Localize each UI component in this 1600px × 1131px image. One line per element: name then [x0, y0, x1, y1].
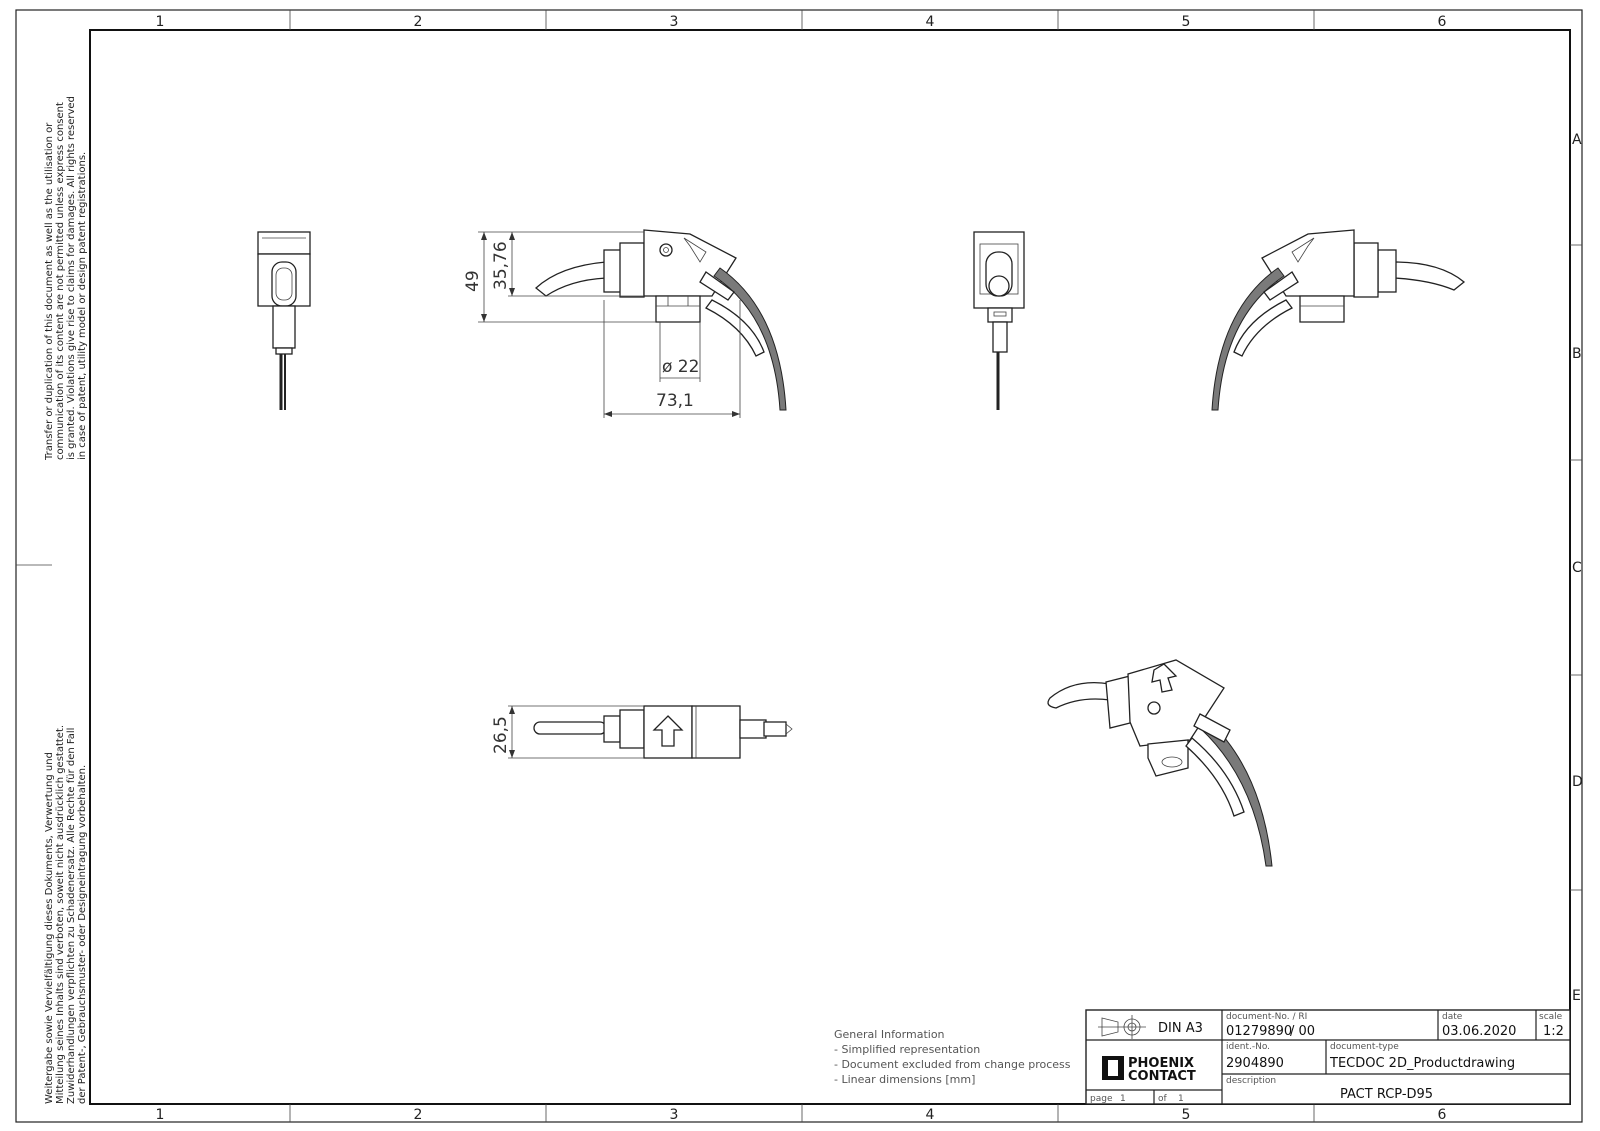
- dimension-width-top: 26,5: [491, 716, 511, 754]
- general-information: General Information - Simplified represe…: [834, 1028, 1071, 1086]
- view-rear: [973, 231, 1025, 410]
- date-value: 03.06.2020: [1442, 1024, 1516, 1039]
- paper-format: DIN A3: [1158, 1021, 1203, 1036]
- projection-symbol-icon: [1098, 1015, 1146, 1039]
- column-labels-bottom: 1 2 3 4 5 6: [156, 1107, 1447, 1123]
- phoenix-contact-logo: PHOENIX CONTACT: [1102, 1056, 1196, 1084]
- row-label: A: [1572, 132, 1582, 148]
- col-label: 5: [1182, 1107, 1191, 1123]
- outer-frame: [15, 9, 1583, 1123]
- document-type-value: TECDOC 2D_Productdrawing: [1329, 1056, 1515, 1071]
- note-line: is granted. Violations give rise to clai…: [66, 96, 77, 460]
- revision-value: / 00: [1290, 1024, 1315, 1039]
- document-no-value: 01279890: [1226, 1024, 1292, 1039]
- col-label: 4: [926, 14, 935, 30]
- description-value: PACT RCP-D95: [1340, 1087, 1433, 1102]
- dimension-length: 73,1: [656, 391, 694, 411]
- ident-value: 2904890: [1226, 1056, 1284, 1071]
- general-info-item: - Simplified representation: [834, 1043, 980, 1056]
- view-side-narrow: [257, 231, 311, 410]
- note-line: in case of patent, utility model or desi…: [77, 152, 88, 460]
- col-label: 3: [670, 1107, 679, 1123]
- date-label: date: [1442, 1012, 1463, 1022]
- copyright-note-german: Weitergabe sowie Vervielfältigung dieses…: [44, 725, 88, 1104]
- col-label: 2: [414, 1107, 423, 1123]
- of-value: 1: [1178, 1094, 1184, 1104]
- description-label: description: [1226, 1076, 1276, 1086]
- dimension-height-inner: 35,76: [491, 241, 511, 290]
- col-label: 6: [1438, 1107, 1447, 1123]
- column-grid: [289, 10, 1315, 1122]
- view-top: 26,5: [491, 705, 793, 759]
- row-label: D: [1572, 774, 1583, 790]
- document-no-label: document-No. / RI: [1226, 1012, 1307, 1022]
- col-label: 3: [670, 14, 679, 30]
- logo-line-1: PHOENIX: [1128, 1056, 1194, 1071]
- title-block: DIN A3 PHOENIX CONTACT page 1 of 1 docum…: [1085, 1009, 1571, 1105]
- note-line: Transfer or duplication of this document…: [44, 122, 55, 461]
- row-label: E: [1572, 988, 1581, 1004]
- note-line: Mitteilung seines Inhalts sind verboten,…: [55, 725, 66, 1104]
- scale-label: scale: [1539, 1012, 1563, 1022]
- ident-label: ident.-No.: [1226, 1042, 1270, 1052]
- note-line: der Patent-, Gebrauchsmuster- oder Desig…: [77, 765, 88, 1104]
- col-label: 5: [1182, 14, 1191, 30]
- row-labels: A B C D E: [1572, 132, 1583, 1004]
- logo-line-2: CONTACT: [1128, 1069, 1196, 1084]
- of-label: of: [1158, 1094, 1168, 1104]
- general-info-item: - Linear dimensions [mm]: [834, 1073, 975, 1086]
- general-info-heading: General Information: [834, 1028, 945, 1041]
- view-isometric: [1047, 659, 1273, 867]
- col-label: 6: [1438, 14, 1447, 30]
- col-label: 1: [156, 1107, 165, 1123]
- dimension-height-total: 49: [463, 270, 483, 292]
- dimension-diameter: ø 22: [662, 357, 699, 377]
- note-line: Weitergabe sowie Vervielfältigung dieses…: [44, 752, 55, 1104]
- scale-value: 1:2: [1543, 1024, 1564, 1039]
- page-value: 1: [1120, 1094, 1126, 1104]
- row-grid: [16, 244, 1582, 891]
- inner-frame: [89, 29, 1571, 1105]
- view-front-dimensioned: 49 35,76 ø 22 73,1: [463, 229, 787, 418]
- column-labels-top: 1 2 3 4 5 6: [156, 14, 1447, 30]
- document-type-label: document-type: [1330, 1042, 1399, 1052]
- note-line: Zuwiderhandlungen verpflichten zu Schade…: [66, 728, 77, 1104]
- note-line: communication of its content are not per…: [55, 102, 66, 460]
- col-label: 1: [156, 14, 165, 30]
- general-info-item: - Document excluded from change process: [834, 1058, 1071, 1071]
- col-label: 4: [926, 1107, 935, 1123]
- view-front-mirrored: [1211, 229, 1466, 411]
- copyright-note-english: Transfer or duplication of this document…: [44, 96, 88, 461]
- col-label: 2: [414, 14, 423, 30]
- row-label: B: [1572, 346, 1582, 362]
- row-label: C: [1572, 560, 1582, 576]
- page-label: page: [1090, 1094, 1113, 1104]
